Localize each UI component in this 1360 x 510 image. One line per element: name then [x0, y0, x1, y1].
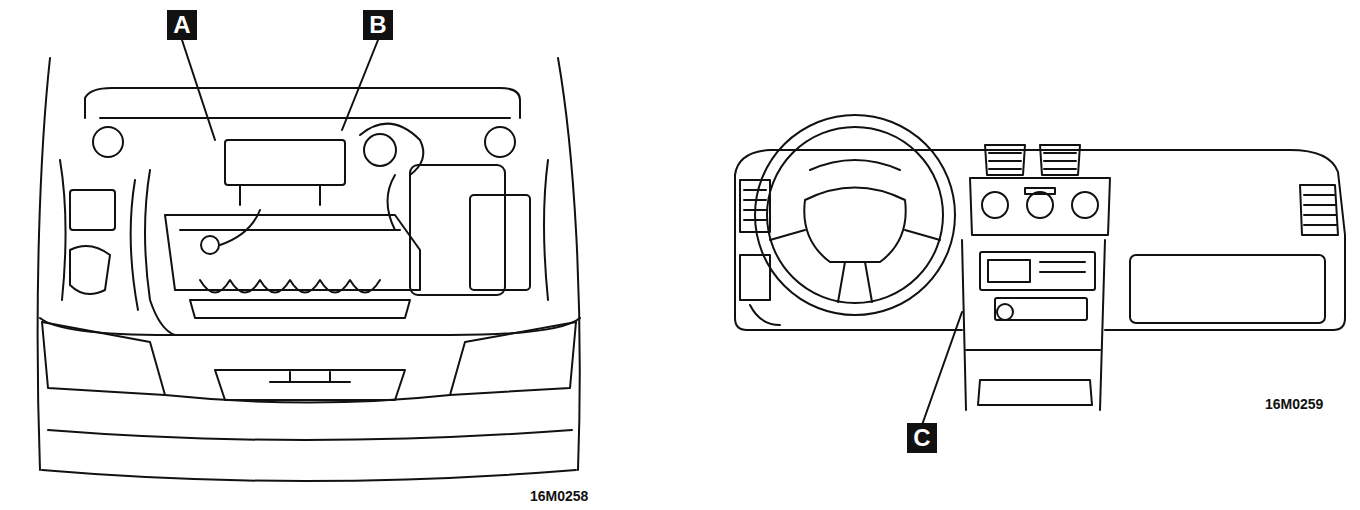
callout-letter: C [913, 426, 930, 450]
figure-code: 16M0258 [530, 489, 588, 504]
callout-letter: B [369, 13, 386, 37]
figure-code: 16M0259 [1265, 397, 1323, 412]
callout-box: A [167, 10, 197, 40]
callout-box: C [907, 423, 937, 453]
callout-box: B [363, 10, 393, 40]
callout-letter: A [173, 13, 190, 37]
